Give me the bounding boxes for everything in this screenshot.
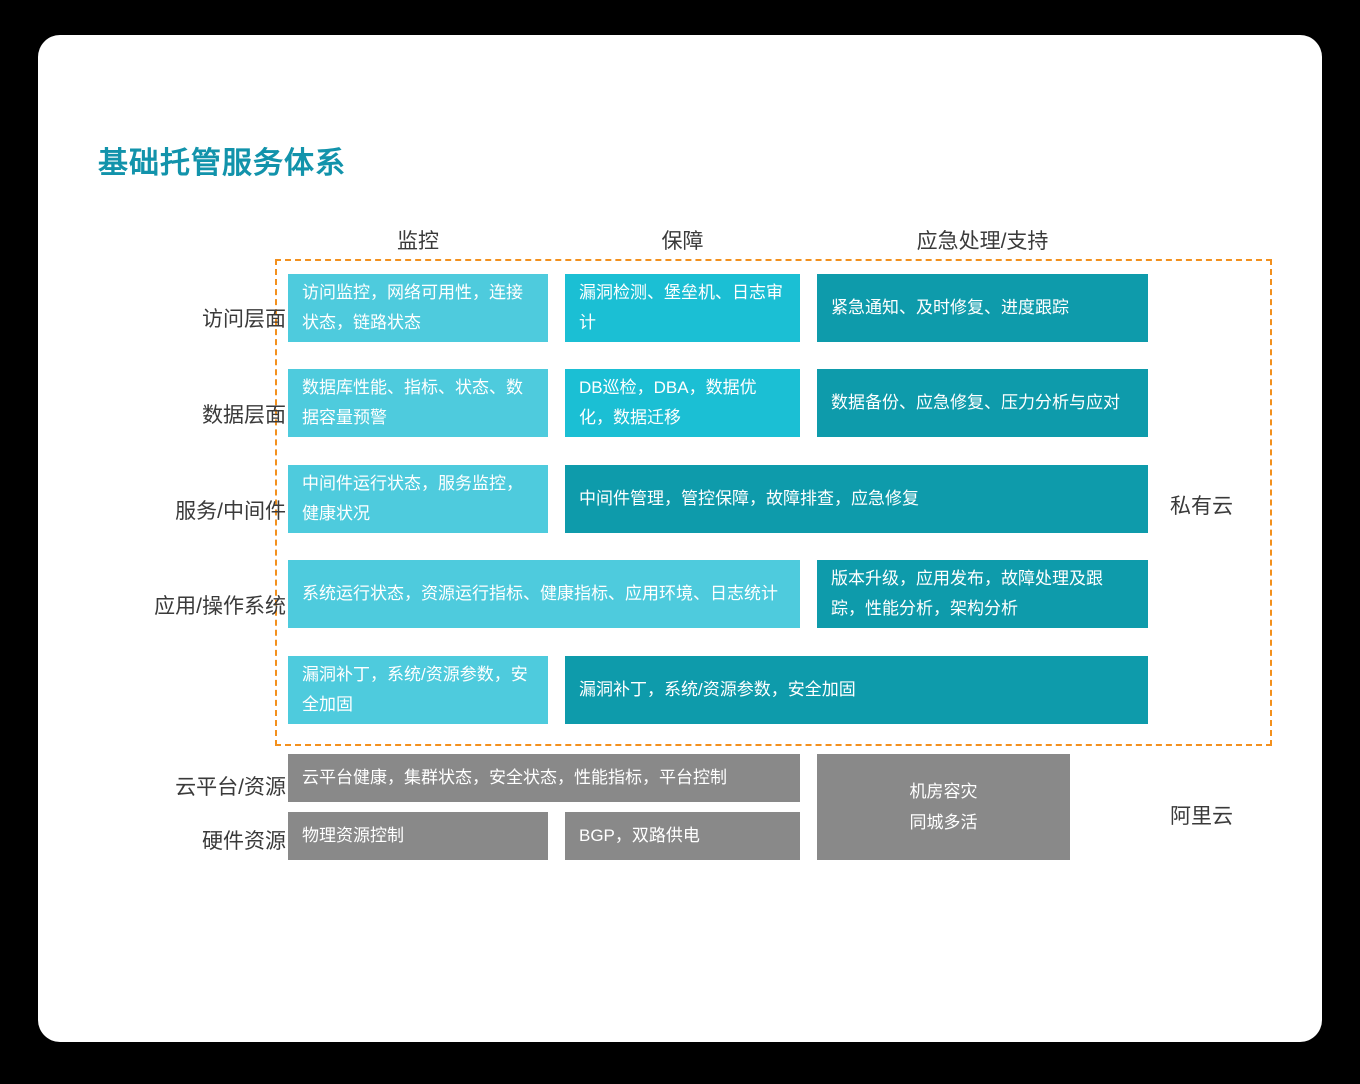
side-label-private-cloud: 私有云 bbox=[1170, 495, 1233, 518]
cell-middleware-monitoring: 中间件运行状态，服务监控，健康状况 bbox=[288, 465, 548, 533]
page-title: 基础托管服务体系 bbox=[98, 147, 346, 180]
diagram-card: 基础托管服务体系 监控 保障 应急处理/支持 访问层面 数据层面 服务/中间件 … bbox=[38, 35, 1322, 1042]
cell-text: 漏洞补丁，系统/资源参数，安全加固 bbox=[579, 680, 856, 699]
cell-security-assurance-emergency: 漏洞补丁，系统/资源参数，安全加固 bbox=[565, 656, 1148, 724]
cell-text-line-2: 同城多活 bbox=[909, 813, 978, 832]
cell-data-emergency: 数据备份、应急修复、压力分析与应对 bbox=[817, 369, 1148, 437]
cell-text-line-1: 机房容灾 bbox=[909, 782, 978, 801]
cell-access-monitoring: 访问监控，网络可用性，连接状态，链路状态 bbox=[288, 274, 548, 342]
cell-infrastructure-disaster-recovery: 机房容灾 同城多活 bbox=[817, 754, 1070, 860]
cell-text: 紧急通知、及时修复、进度跟踪 bbox=[831, 298, 1069, 317]
side-label-alibaba-cloud: 阿里云 bbox=[1170, 805, 1233, 828]
cell-text: 云平台健康，集群状态，安全状态，性能指标，平台控制 bbox=[302, 768, 727, 787]
cell-text: BGP，双路供电 bbox=[579, 826, 700, 845]
cell-access-emergency: 紧急通知、及时修复、进度跟踪 bbox=[817, 274, 1148, 342]
row-label-cloud-platform-resources: 云平台/资源 bbox=[175, 776, 286, 799]
cell-application-emergency: 版本升级，应用发布，故障处理及跟踪，性能分析，架构分析 bbox=[817, 560, 1148, 628]
cell-data-assurance: DB巡检，DBA，数据优化，数据迁移 bbox=[565, 369, 800, 437]
column-header-emergency-support: 应急处理/支持 bbox=[916, 230, 1049, 253]
row-label-access-layer: 访问层面 bbox=[202, 308, 286, 331]
cell-data-monitoring: 数据库性能、指标、状态、数据容量预警 bbox=[288, 369, 548, 437]
cell-text: 物理资源控制 bbox=[302, 826, 404, 845]
cell-cloud-platform-monitoring: 云平台健康，集群状态，安全状态，性能指标，平台控制 bbox=[288, 754, 800, 802]
cell-text: 数据备份、应急修复、压力分析与应对 bbox=[831, 393, 1120, 412]
cell-text: 漏洞补丁，系统/资源参数，安全加固 bbox=[302, 665, 528, 714]
cell-access-assurance: 漏洞检测、堡垒机、日志审计 bbox=[565, 274, 800, 342]
cell-text: 版本升级，应用发布，故障处理及跟踪，性能分析，架构分析 bbox=[831, 569, 1103, 618]
cell-text: 中间件运行状态，服务监控，健康状况 bbox=[302, 474, 523, 523]
cell-text: 中间件管理，管控保障，故障排查，应急修复 bbox=[579, 489, 919, 508]
cell-text: 访问监控，网络可用性，连接状态，链路状态 bbox=[302, 283, 523, 332]
cell-middleware-assurance-emergency: 中间件管理，管控保障，故障排查，应急修复 bbox=[565, 465, 1148, 533]
cell-hardware-monitoring: 物理资源控制 bbox=[288, 812, 548, 860]
private-cloud-boundary bbox=[275, 259, 1272, 746]
column-header-assurance: 保障 bbox=[661, 230, 704, 253]
row-label-hardware-resources: 硬件资源 bbox=[202, 830, 286, 853]
row-label-service-middleware: 服务/中间件 bbox=[175, 500, 286, 523]
cell-text: DB巡检，DBA，数据优化，数据迁移 bbox=[579, 378, 757, 427]
row-label-application-os: 应用/操作系统 bbox=[154, 595, 286, 618]
row-label-data-layer: 数据层面 bbox=[202, 404, 286, 427]
cell-application-monitoring-assurance: 系统运行状态，资源运行指标、健康指标、应用环境、日志统计 bbox=[288, 560, 800, 628]
cell-text: 数据库性能、指标、状态、数据容量预警 bbox=[302, 378, 523, 427]
cell-hardware-assurance: BGP，双路供电 bbox=[565, 812, 800, 860]
column-header-monitoring: 监控 bbox=[397, 230, 439, 253]
cell-security-monitoring: 漏洞补丁，系统/资源参数，安全加固 bbox=[288, 656, 548, 724]
cell-text: 漏洞检测、堡垒机、日志审计 bbox=[579, 283, 783, 332]
cell-text: 系统运行状态，资源运行指标、健康指标、应用环境、日志统计 bbox=[302, 584, 778, 603]
